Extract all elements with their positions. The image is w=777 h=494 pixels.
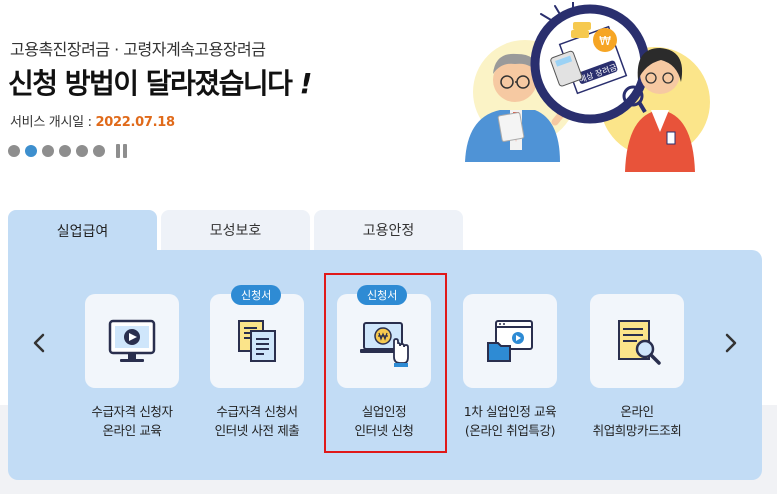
slide-dot-1[interactable] [8, 145, 20, 157]
slide-dot-2[interactable] [25, 145, 37, 157]
chevron-left-icon [33, 333, 45, 353]
laptop-click-icon [360, 322, 409, 367]
slide-indicators [8, 144, 127, 158]
application-badge: 신청서 [357, 285, 408, 305]
svg-text:₩: ₩ [599, 34, 611, 48]
monitor-play-icon [108, 319, 156, 362]
service-card-job-card-search[interactable] [590, 294, 684, 388]
service-card-pre-submission[interactable] [210, 294, 304, 388]
service-card-online-education[interactable] [85, 294, 179, 388]
slide-dot-3[interactable] [42, 145, 54, 157]
video-folder-icon [487, 320, 533, 362]
pause-icon[interactable] [116, 144, 127, 158]
tab-maternity-protection[interactable]: 모성보호 [161, 210, 310, 250]
chevron-right-icon [725, 333, 737, 353]
application-badge: 신청서 [231, 285, 282, 305]
service-start-date: 서비스 개시일 : 2022.07.18 [10, 115, 175, 130]
tab-employment-stability[interactable]: 고용안정 [314, 210, 463, 250]
banner-subtitle: 고용촉진장려금 · 고령자계속고용장려금 [10, 40, 266, 59]
category-tabs: 실업급여 모성보호 고용안정 [8, 210, 463, 252]
prev-arrow-button[interactable] [30, 333, 50, 353]
service-card-unemployment-recognition[interactable] [337, 294, 431, 388]
illustration-svg: 예상 장려금 ₩ [465, 1, 710, 172]
banner-illustration: 예상 장려금 ₩ [455, 1, 715, 172]
banner-title: 신청 방법이 달라졌습니다 ! [8, 67, 312, 100]
slide-dot-6[interactable] [93, 145, 105, 157]
card-search-icon [618, 320, 661, 365]
service-card-first-education[interactable] [463, 294, 557, 388]
slide-dot-5[interactable] [76, 145, 88, 157]
next-arrow-button[interactable] [720, 333, 740, 353]
tab-unemployment-benefit[interactable]: 실업급여 [8, 210, 157, 252]
slide-dot-4[interactable] [59, 145, 71, 157]
service-label-first-education: 1차 실업인정 교육(온라인 취업특강) [463, 404, 557, 438]
documents-icon [238, 320, 276, 362]
